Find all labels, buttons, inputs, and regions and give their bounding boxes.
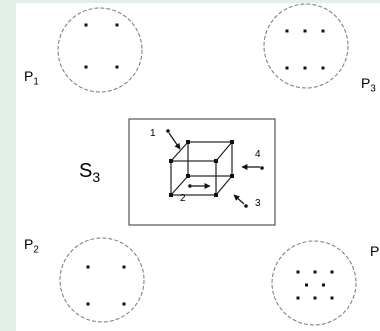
- label-p1: P1: [24, 69, 39, 87]
- label-p4: P: [370, 244, 379, 262]
- arrows: [166, 129, 264, 208]
- dot-p4-2: [330, 270, 334, 274]
- arrow-number-2: 2: [180, 193, 186, 204]
- dot-p4-4: [313, 296, 317, 300]
- dot-p1-3: [115, 65, 119, 69]
- arrow-number-3: 3: [255, 198, 261, 209]
- dot-p3-4: [303, 66, 307, 70]
- dot-p4-6: [305, 283, 308, 287]
- arrow-4-tail: [260, 166, 264, 170]
- label-p3-sub: 3: [370, 83, 376, 95]
- dots-p3: [285, 29, 325, 70]
- circle-p2: [59, 237, 145, 323]
- dot-p1-0: [84, 23, 88, 27]
- circle-p3: [263, 3, 349, 89]
- dots-p2: [86, 265, 126, 306]
- label-p2-sub: 2: [33, 244, 39, 256]
- dot-p2-3: [122, 302, 126, 306]
- arrow-1-tail: [166, 129, 170, 133]
- dot-p3-2: [321, 29, 325, 33]
- dot-p3-0: [285, 29, 289, 33]
- dot-p2-0: [86, 265, 90, 269]
- label-p3: P3: [361, 76, 376, 94]
- arrow-3-tail: [244, 204, 248, 208]
- dot-p4-1: [313, 270, 317, 274]
- circle-p4: [271, 240, 357, 326]
- dot-p2-1: [122, 265, 126, 269]
- dot-p3-3: [285, 66, 289, 70]
- label-p3-main: P: [361, 75, 371, 91]
- label-p2: P2: [24, 237, 39, 255]
- dot-p3-1: [303, 29, 307, 33]
- arrow-1: [168, 132, 181, 150]
- dot-p1-1: [115, 23, 119, 27]
- dot-p1-2: [84, 65, 88, 69]
- dot-p3-5: [321, 66, 325, 70]
- dot-p2-2: [86, 302, 90, 306]
- label-p4-main: P: [370, 243, 380, 259]
- dots-p4: [296, 270, 334, 300]
- label-s3-main: S: [79, 160, 93, 182]
- dot-p4-7: [322, 283, 325, 287]
- dot-p4-5: [330, 296, 334, 300]
- dot-p4-3: [296, 296, 300, 300]
- cube-nodes: [169, 140, 234, 197]
- cube: [170, 141, 233, 196]
- dots-p1: [84, 23, 119, 69]
- label-p2-main: P: [24, 236, 34, 252]
- label-p1-sub: 1: [33, 76, 39, 88]
- circle-p1: [57, 7, 143, 93]
- arrow-number-1: 1: [150, 128, 156, 139]
- arrow-2-tail: [188, 184, 192, 188]
- arrow-number-4: 4: [255, 149, 261, 160]
- arrow-3: [233, 194, 245, 205]
- label-p1-main: P: [24, 68, 34, 84]
- label-s3: S3: [79, 161, 100, 184]
- label-s3-sub: 3: [92, 168, 101, 185]
- dot-p4-0: [296, 270, 300, 274]
- s3-box: [128, 118, 276, 226]
